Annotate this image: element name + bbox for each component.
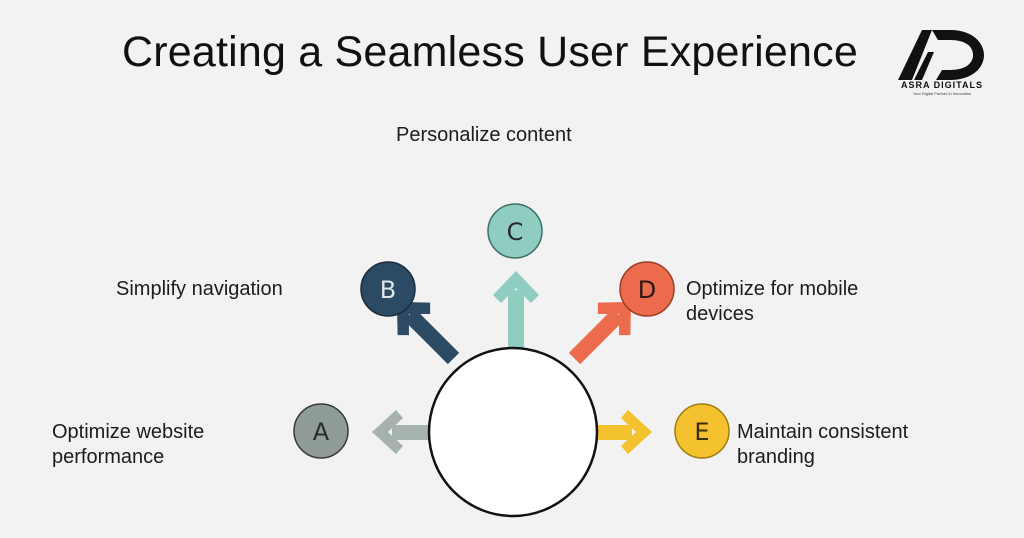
brand-tagline: Your Digital Partner in Innovation	[912, 91, 972, 96]
node-e-letter: E	[694, 418, 709, 446]
arrow-e	[592, 410, 652, 454]
node-b-letter: B	[380, 276, 396, 304]
node-e: E	[674, 403, 730, 459]
arrow-d	[568, 301, 632, 365]
label-e-line-1: Maintain consistent	[737, 421, 909, 443]
page-title: Creating a Seamless User Experience	[122, 28, 858, 76]
brand-logo	[898, 30, 984, 80]
node-d: D	[619, 261, 675, 317]
label-a-line-2: performance	[52, 446, 165, 468]
node-d-letter: D	[638, 276, 656, 304]
node-b: B	[360, 261, 416, 317]
node-a-letter: A	[313, 418, 330, 446]
label-d-line-2: devices	[686, 303, 754, 325]
arrow-c	[493, 271, 539, 348]
center-hub	[427, 346, 599, 518]
label-b-line-1: Simplify navigation	[116, 278, 283, 300]
label-maintain-consistent-branding: Maintain consistent branding	[737, 420, 977, 470]
node-a: A	[293, 403, 349, 459]
node-c-letter: C	[507, 218, 524, 246]
node-c: C	[487, 203, 543, 259]
brand-name: ASRA DIGITALS	[901, 80, 983, 90]
label-personalize-content: Personalize content	[396, 123, 656, 148]
label-d-line-1: Optimize for mobile	[686, 278, 859, 300]
label-simplify-navigation: Simplify navigation	[116, 277, 346, 302]
label-optimize-for-mobile: Optimize for mobile devices	[686, 277, 916, 327]
label-a-line-1: Optimize website	[52, 421, 205, 443]
label-c-line-1: Personalize content	[396, 124, 572, 146]
label-e-line-2: branding	[737, 446, 815, 468]
label-optimize-website-performance: Optimize website performance	[52, 420, 282, 470]
